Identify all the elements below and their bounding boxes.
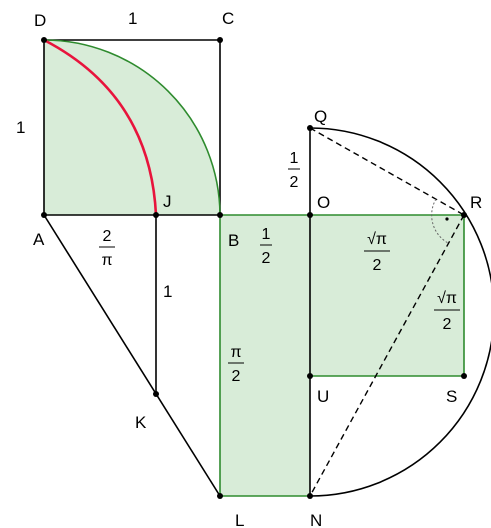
fraction-bo-num: 1 — [262, 226, 271, 243]
point-s — [461, 373, 467, 379]
point-c — [217, 37, 223, 43]
point-a — [41, 212, 47, 218]
fraction-bo: 1 2 — [260, 226, 272, 267]
fraction-rs: √π 2 — [434, 290, 460, 333]
point-o — [307, 212, 313, 218]
label-c: C — [222, 9, 234, 28]
fraction-aj-den: π — [101, 252, 112, 269]
fraction-aj: 2 π — [99, 228, 115, 269]
point-l — [217, 493, 223, 499]
point-b — [217, 212, 223, 218]
point-d — [41, 37, 47, 43]
fraction-or-den: 2 — [373, 257, 382, 274]
label-j: J — [163, 192, 172, 211]
fraction-qo: 1 2 — [288, 150, 300, 191]
fraction-bl: π 2 — [228, 344, 244, 385]
segment-al — [43, 214, 221, 497]
label-o: O — [317, 193, 330, 212]
label-b: B — [228, 231, 239, 250]
point-q — [307, 125, 313, 131]
label-q: Q — [314, 107, 327, 126]
fraction-or-num: √π — [367, 231, 387, 248]
fraction-qo-num: 1 — [290, 150, 299, 167]
quadratrix-curve — [43, 38, 158, 216]
quarter-circle-arc — [43, 39, 221, 216]
fraction-bo-den: 2 — [262, 250, 271, 267]
label-k: K — [135, 413, 147, 432]
label-r: R — [470, 193, 482, 212]
fraction-bl-den: 2 — [232, 368, 241, 385]
dashed-qr — [309, 127, 465, 216]
dashed-rn — [309, 214, 465, 497]
label-u: U — [317, 387, 329, 406]
measure-jk: 1 — [163, 282, 172, 301]
fraction-rs-den: 2 — [443, 316, 452, 333]
fraction-aj-num: 2 — [103, 228, 112, 245]
right-angle-dot — [445, 217, 449, 221]
label-d: D — [34, 11, 46, 30]
square-fill — [310, 215, 464, 376]
measure-left-side: 1 — [16, 118, 25, 137]
rectangle-fill — [220, 215, 310, 496]
fraction-or: √π 2 — [364, 231, 390, 274]
point-j — [153, 212, 159, 218]
quarter-circle-fill — [44, 40, 220, 215]
label-n: N — [310, 511, 322, 528]
label-s: S — [446, 387, 457, 406]
label-l: L — [235, 511, 244, 528]
label-a: A — [33, 230, 45, 249]
point-u — [307, 373, 313, 379]
measure-top-side: 1 — [128, 9, 137, 28]
right-angle-mark — [431, 198, 449, 244]
fraction-bl-num: π — [230, 344, 241, 361]
fraction-rs-num: √π — [437, 290, 457, 307]
semicircle-arc — [309, 127, 491, 497]
point-k — [153, 391, 159, 397]
point-r — [461, 212, 467, 218]
point-n — [307, 493, 313, 499]
fraction-qo-den: 2 — [290, 174, 299, 191]
